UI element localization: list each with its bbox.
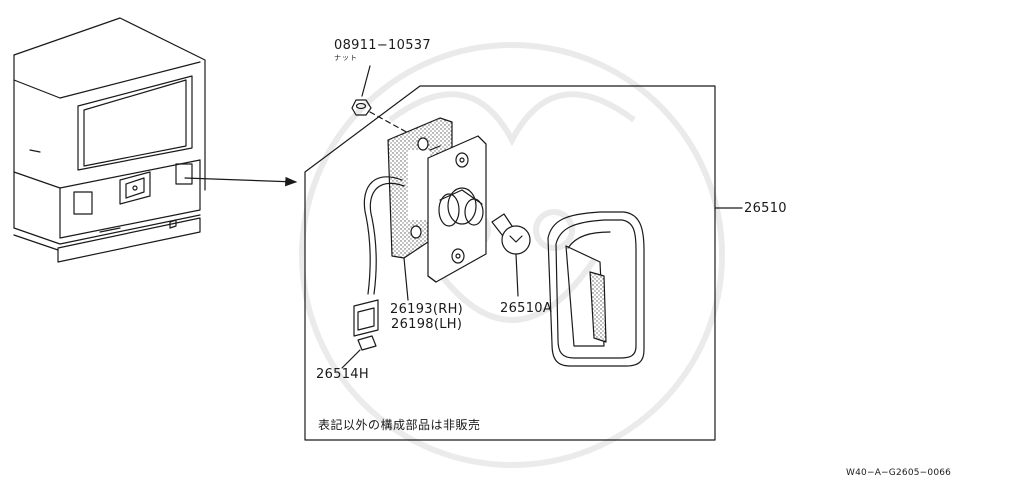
callout-08911-10537-text: 08911−10537 bbox=[334, 38, 431, 53]
not-for-sale-note: 表記以外の構成部品は非販売 bbox=[318, 418, 481, 432]
bulb-icon bbox=[491, 213, 531, 297]
drawing-code: W40−A−G2605−0066 bbox=[846, 468, 952, 478]
pointer-arrow bbox=[184, 176, 298, 187]
callout-26198[interactable]: 26198(LH) bbox=[391, 317, 462, 332]
lens-icon bbox=[547, 211, 645, 367]
callout-26514H[interactable]: 26514H bbox=[316, 367, 369, 382]
connector-icon bbox=[353, 299, 379, 351]
leader-26514H bbox=[341, 349, 361, 369]
lamp-base-icon bbox=[427, 135, 487, 283]
callout-26193-highlight: 26193 bbox=[390, 302, 433, 317]
callout-08911-10537[interactable]: 08911−10537 bbox=[334, 38, 431, 53]
callout-26193-suffix: (RH) bbox=[432, 302, 464, 317]
callout-26510A-text: 26510A bbox=[500, 301, 553, 316]
callout-26193[interactable]: 26193(RH) bbox=[390, 302, 463, 317]
callout-26510A[interactable]: 26510A bbox=[500, 301, 552, 316]
wire-harness-b bbox=[369, 182, 405, 295]
van-rear-icon bbox=[13, 17, 206, 263]
watermark-emblem bbox=[299, 42, 725, 468]
wire-harness bbox=[363, 176, 403, 295]
assembly-border bbox=[304, 85, 716, 441]
callout-08911-10537-sub: ナット bbox=[334, 54, 358, 62]
nut-icon bbox=[351, 65, 372, 116]
callout-26198-text: 26198(LH) bbox=[391, 317, 463, 332]
callout-26514H-text: 26514H bbox=[316, 367, 369, 382]
callout-26510-text: 26510 bbox=[744, 201, 787, 216]
callout-26510[interactable]: 26510 bbox=[744, 201, 787, 216]
leader-26193 bbox=[403, 257, 409, 301]
